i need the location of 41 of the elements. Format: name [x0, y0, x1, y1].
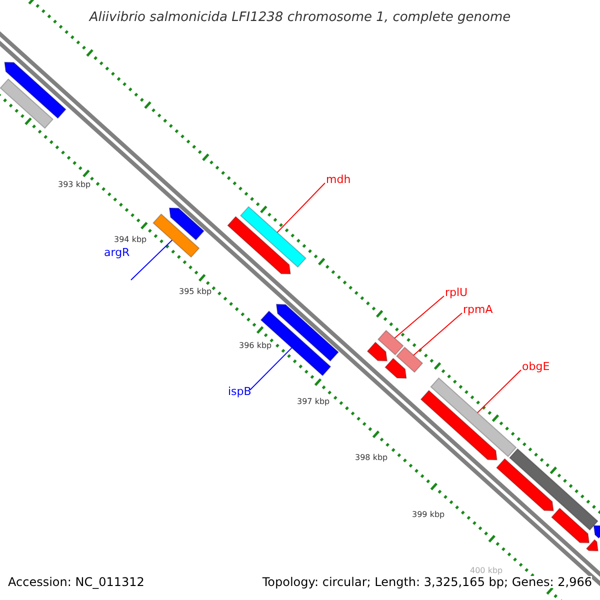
- genome-summary-text: Topology: circular; Length: 3,325,165 bp; Genes: 2,966: [262, 576, 592, 588]
- title: Aliivibrio salmonicida LFI1238 chromosome 1, complete genome: [88, 11, 512, 24]
- gene-feature: [420, 390, 498, 460]
- gene-feature: [152, 213, 200, 258]
- leader-line: [476, 370, 522, 414]
- scale-label: 393 kbp: [58, 181, 91, 189]
- gene-label: rpmA: [463, 304, 493, 315]
- gene-feature: [240, 206, 306, 268]
- leader-line: [130, 240, 173, 280]
- gene-feature: [0, 78, 54, 129]
- gene-label: ispB: [228, 386, 252, 397]
- scale-label: 399 kbp: [412, 511, 445, 519]
- gene-feature: [496, 458, 554, 512]
- leader-line: [250, 347, 292, 390]
- scale-label: 395 kbp: [179, 288, 212, 296]
- leader-line: [394, 296, 444, 339]
- gene-feature: [377, 330, 404, 356]
- leader-line: [413, 312, 462, 356]
- gene-feature: [366, 342, 388, 362]
- scale-label: 397 kbp: [297, 398, 330, 406]
- gene-label: rplU: [445, 287, 468, 298]
- gene-feature: [396, 346, 424, 373]
- gene-feature: [593, 525, 600, 539]
- gene-feature: [168, 207, 205, 241]
- gene-label: argR: [104, 247, 130, 258]
- gene-feature: [430, 377, 517, 458]
- gene-feature: [384, 358, 407, 379]
- scale-label: 396 kbp: [239, 342, 272, 350]
- gene-label: obgE: [522, 361, 550, 372]
- gene-feature: [508, 448, 598, 531]
- gene-feature: [276, 304, 340, 362]
- scale-label: 394 kbp: [114, 236, 147, 244]
- gene-feature: [586, 539, 599, 552]
- accession-text: Accession: NC_011312: [8, 576, 144, 588]
- leader-line: [276, 182, 326, 233]
- gene-feature: [550, 508, 590, 544]
- scale-label: 400 kbp: [470, 567, 503, 575]
- gene-feature: [4, 62, 66, 119]
- scale-label: 398 kbp: [355, 454, 388, 462]
- gene-feature: [227, 216, 291, 274]
- gene-label: mdh: [326, 174, 351, 185]
